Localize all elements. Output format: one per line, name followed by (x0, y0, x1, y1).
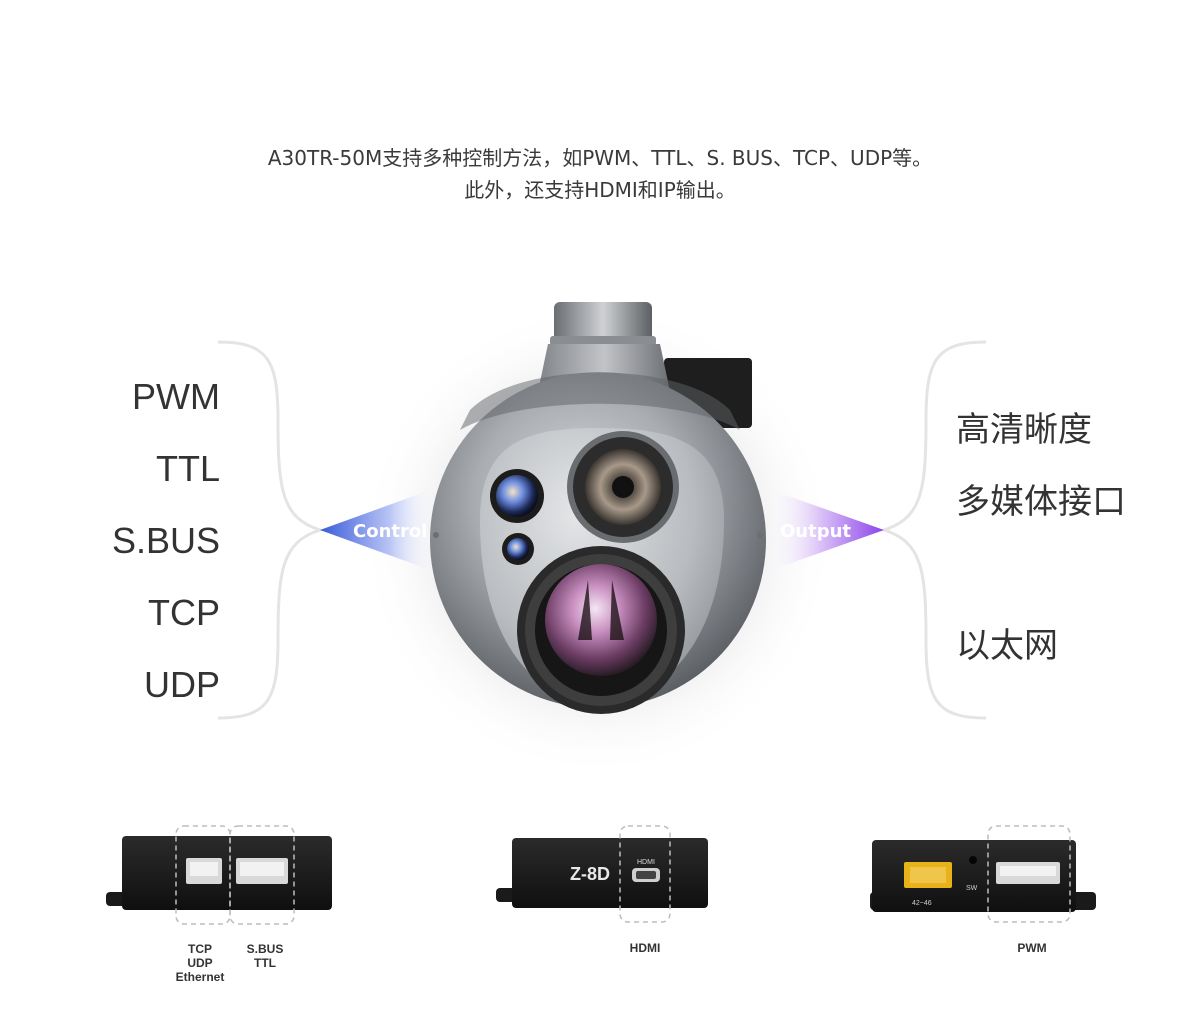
control-item-tcp: TCP (148, 592, 220, 633)
control-methods-list: PWM TTL S.BUS TCP UDP (60, 372, 220, 732)
port-highlight (229, 825, 295, 925)
camera-mount (554, 302, 652, 344)
voltage-marking: 42~46 (912, 900, 932, 907)
module-3-label-pwm: PWM (1017, 941, 1047, 955)
left-bracket (217, 340, 325, 720)
laser-receiver-lens (507, 538, 529, 560)
intro-text: A30TR-50M支持多种控制方法，如PWM、TTL、S. BUS、TCP、UD… (0, 142, 1200, 206)
module-1-label-serial: S.BUS TTL (246, 942, 284, 970)
switch-button (969, 856, 977, 864)
module-box-3: 42~46 SW (870, 825, 1096, 923)
module-box-1 (106, 825, 332, 925)
switch-marking: SW (966, 885, 978, 892)
gimbal-camera (430, 302, 766, 714)
hdmi-port-marking: HDMI (637, 859, 655, 866)
module-box-2: Z-8D HDMI (496, 825, 708, 923)
intro-line-2: 此外，还支持HDMI和IP输出。 (464, 178, 736, 202)
output-item-multimedia: 多媒体接口 (956, 482, 1126, 522)
module-1-label-network: TCP UDP Ethernet (175, 942, 225, 984)
control-item-udp: UDP (143, 664, 220, 705)
intro-line-1: A30TR-50M支持多种控制方法，如PWM、TTL、S. BUS、TCP、UD… (267, 146, 933, 170)
output-item-ethernet: 以太网 (956, 626, 1058, 666)
output-label: Output (780, 521, 851, 542)
thermal-lens (545, 564, 657, 676)
port-highlight (987, 825, 1071, 923)
control-item-ttl: TTL (155, 448, 220, 489)
laser-lens (496, 475, 538, 517)
control-beam (320, 488, 436, 572)
module-2-label-hdmi: HDMI (629, 941, 661, 955)
control-item-pwm: PWM (132, 376, 220, 417)
output-item-hd: 高清晰度 (956, 410, 1092, 450)
control-label: Control (353, 521, 427, 542)
output-beam (766, 488, 884, 572)
device-model-text: Z-8D (570, 864, 610, 884)
control-item-sbus: S.BUS (111, 520, 220, 561)
port-highlight (619, 825, 671, 923)
